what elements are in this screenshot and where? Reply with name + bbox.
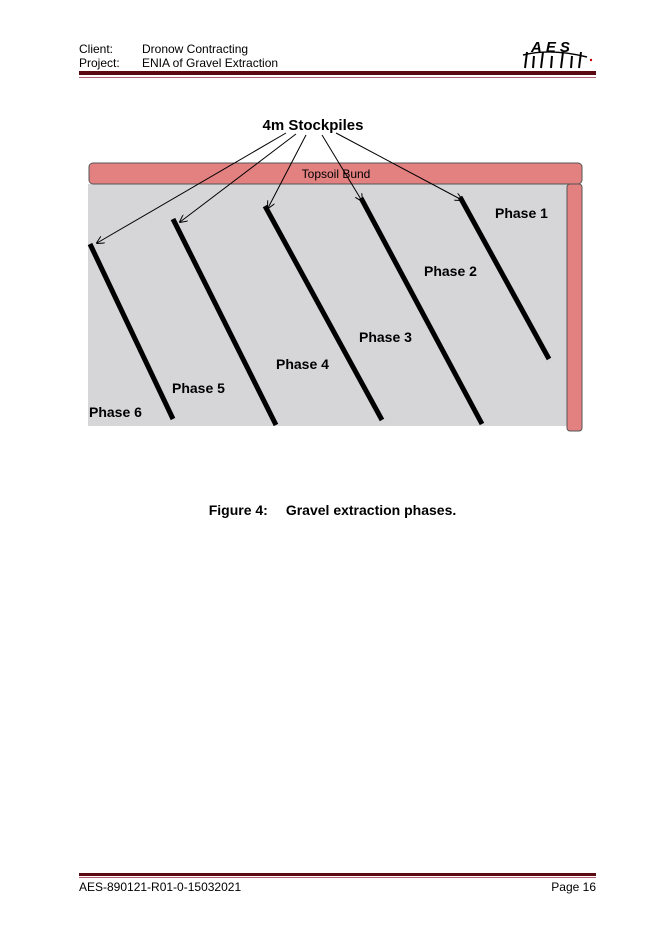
- phase-1-label: Phase 1: [495, 205, 548, 221]
- arrow-5: [335, 132, 462, 200]
- page-number: Page 16: [551, 880, 596, 894]
- header-rule: [79, 71, 596, 75]
- stockpile-line-5: [87, 242, 176, 421]
- footer-rule: [79, 873, 596, 876]
- arrow-2: [180, 133, 297, 222]
- extraction-area: [88, 184, 567, 426]
- stockpile-line-1: [457, 195, 552, 361]
- phase-2-label: Phase 2: [424, 263, 477, 279]
- footer-rule-thin: [79, 877, 596, 878]
- phase-4-label: Phase 4: [276, 356, 329, 372]
- figure-caption: Figure 4: Gravel extraction phases.: [0, 502, 665, 518]
- caption-text: Gravel extraction phases.: [285, 502, 457, 518]
- aes-logo: AES: [522, 39, 593, 69]
- arrow-1: [97, 132, 287, 243]
- caption-number: Figure 4:: [208, 502, 268, 518]
- project-value: ENIA of Gravel Extraction: [142, 56, 279, 70]
- topsoil-bund-top: [88, 162, 583, 185]
- stockpile-line-2: [358, 196, 485, 426]
- stockpile-line-4: [170, 217, 279, 427]
- stockpile-arrows: [97, 132, 462, 243]
- project-label: Project:: [79, 56, 120, 70]
- phase-3-label: Phase 3: [359, 329, 412, 345]
- phase-5-label: Phase 5: [172, 380, 225, 396]
- doc-reference: AES-890121-R01-0-15032021: [79, 880, 242, 894]
- phase-6-label: Phase 6: [89, 404, 142, 420]
- client-value: Dronow Contracting: [142, 42, 249, 56]
- stockpiles-label: 4m Stockpiles: [263, 117, 364, 134]
- topsoil-bund-side: [566, 183, 583, 432]
- client-label: Client:: [79, 42, 114, 56]
- bund-label: Topsoil Bund: [302, 167, 371, 181]
- arrow-3: [268, 134, 307, 208]
- header-rule-thin: [79, 77, 596, 78]
- stockpile-line-3: [262, 204, 385, 422]
- arrow-4: [321, 134, 362, 201]
- stockpile-lines: [87, 195, 552, 427]
